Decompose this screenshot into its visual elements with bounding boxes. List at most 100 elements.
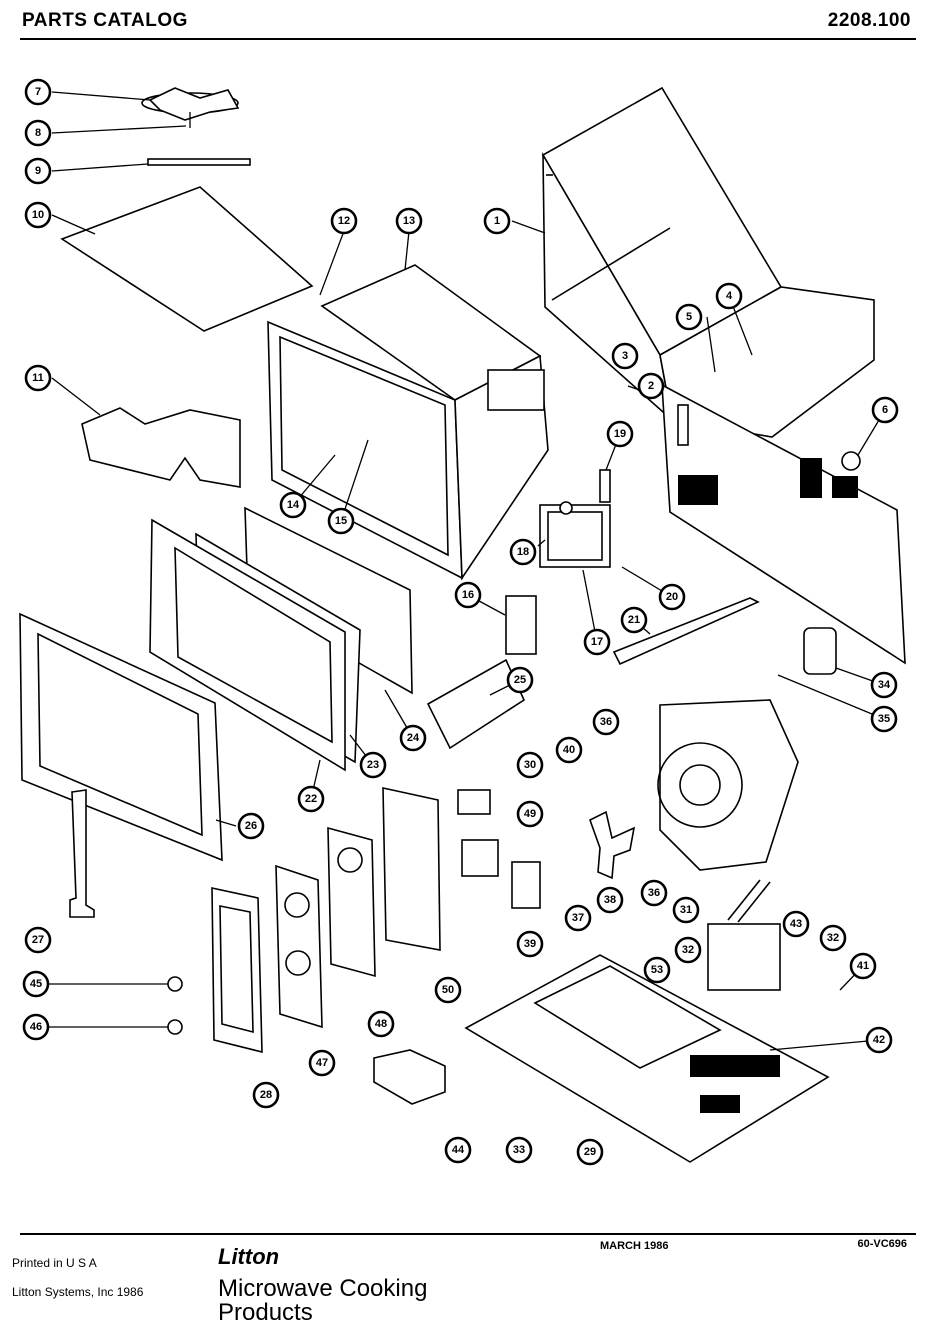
issue-date: MARCH 1986 (600, 1240, 669, 1252)
svg-text:39: 39 (524, 938, 536, 950)
callout-29: 29 (576, 1138, 604, 1166)
svg-text:19: 19 (614, 428, 626, 440)
svg-text:12: 12 (338, 215, 350, 227)
waveguide-cover (60, 186, 314, 332)
switch-bracket (426, 658, 526, 750)
product-line-2: Products (218, 1299, 313, 1326)
callout-38: 38 (596, 886, 624, 914)
svg-text:14: 14 (287, 499, 300, 511)
catalog-code: 2208.100 (827, 10, 911, 31)
product-line-1: Microwave Cooking (218, 1275, 428, 1302)
callout-49: 49 (516, 800, 544, 828)
callout-45: 45 (22, 970, 50, 998)
door-latch-lever (69, 789, 95, 918)
callout-39: 39 (516, 930, 544, 958)
blower-housing (657, 699, 799, 871)
callout-16: 16 (454, 581, 482, 609)
svg-text:31: 31 (680, 904, 692, 916)
callout-25: 25 (506, 666, 534, 694)
exploded-parts-diagram: 1 2 3 4 5 6 7 8 9 10 11 12 13 14 15 16 1… (19, 78, 906, 1166)
callout-2: 2 (637, 372, 665, 400)
svg-text:27: 27 (32, 934, 44, 946)
fuse-block (373, 1049, 446, 1105)
callout-46: 46 (22, 1013, 50, 1041)
door-outer-panel (19, 612, 223, 862)
svg-text:2: 2 (648, 380, 654, 392)
svg-text:6: 6 (882, 404, 888, 416)
svg-text:11: 11 (32, 372, 44, 384)
svg-text:17: 17 (591, 636, 603, 648)
svg-text:50: 50 (442, 984, 454, 996)
thermal-cutout (599, 469, 611, 503)
svg-text:38: 38 (604, 894, 616, 906)
callout-35: 35 (870, 705, 898, 733)
svg-text:23: 23 (367, 759, 379, 771)
svg-text:32: 32 (682, 944, 694, 956)
svg-text:9: 9 (35, 165, 41, 177)
callout-22: 22 (297, 785, 325, 813)
svg-text:16: 16 (462, 589, 474, 601)
svg-text:35: 35 (878, 713, 890, 725)
callout-17: 17 (583, 628, 611, 656)
callout-18: 18 (509, 538, 537, 566)
callout-42: 42 (865, 1026, 893, 1054)
svg-text:20: 20 (666, 591, 678, 603)
svg-text:33: 33 (513, 1144, 525, 1156)
back-panel (661, 383, 906, 665)
callout-53: 53 (643, 956, 671, 984)
svg-text:26: 26 (245, 820, 257, 832)
callout-50: 50 (434, 976, 462, 1004)
copyright: Litton Systems, Inc 1986 (12, 1285, 144, 1299)
waveguide-duct (81, 407, 241, 488)
svg-text:46: 46 (30, 1021, 42, 1033)
base-plate (464, 954, 830, 1163)
svg-text:10: 10 (32, 209, 44, 221)
stirrer-blade (141, 87, 251, 166)
switch-49 (461, 839, 499, 877)
header-rule (20, 38, 916, 40)
callout-37: 37 (564, 904, 592, 932)
callout-3: 3 (611, 342, 639, 370)
svg-text:15: 15 (335, 515, 347, 527)
callout-27: 27 (24, 926, 52, 954)
callout-32a: 32 (674, 936, 702, 964)
svg-text:42: 42 (873, 1034, 885, 1046)
callout-47: 47 (308, 1049, 336, 1077)
svg-text:48: 48 (375, 1018, 387, 1030)
svg-text:44: 44 (452, 1144, 465, 1156)
switch-30 (457, 789, 491, 815)
callout-28: 28 (252, 1081, 280, 1109)
svg-text:30: 30 (524, 759, 536, 771)
svg-text:41: 41 (857, 960, 869, 972)
door-frame-inner (149, 506, 413, 772)
callout-20: 20 (658, 583, 686, 611)
callout-14: 14 (279, 491, 307, 519)
hv-component (505, 595, 537, 655)
document-code: 60-VC696 (857, 1238, 907, 1250)
svg-text:4: 4 (726, 290, 733, 302)
callout-11: 11 (24, 364, 52, 392)
foot-45 (167, 976, 183, 992)
callout-10: 10 (24, 201, 52, 229)
cooling-fan-blade (589, 810, 636, 880)
callout-23: 23 (359, 751, 387, 779)
svg-text:3: 3 (622, 350, 628, 362)
callout-8: 8 (24, 119, 52, 147)
callout-5: 5 (675, 303, 703, 331)
svg-text:36: 36 (600, 716, 612, 728)
callout-1: 1 (483, 207, 511, 235)
control-panel-parts (211, 787, 441, 1054)
support-rail (612, 597, 760, 666)
callout-34: 34 (870, 671, 898, 699)
svg-text:29: 29 (584, 1146, 596, 1158)
svg-text:8: 8 (35, 127, 41, 139)
callout-21: 21 (620, 606, 648, 634)
callout-48: 48 (367, 1010, 395, 1038)
callout-24: 24 (399, 724, 427, 752)
svg-text:36: 36 (648, 887, 660, 899)
callout-32b: 32 (819, 924, 847, 952)
callout-31: 31 (672, 896, 700, 924)
printed-in: Printed in U S A (12, 1256, 97, 1270)
callout-6: 6 (871, 396, 899, 424)
callout-36b: 36 (640, 879, 668, 907)
